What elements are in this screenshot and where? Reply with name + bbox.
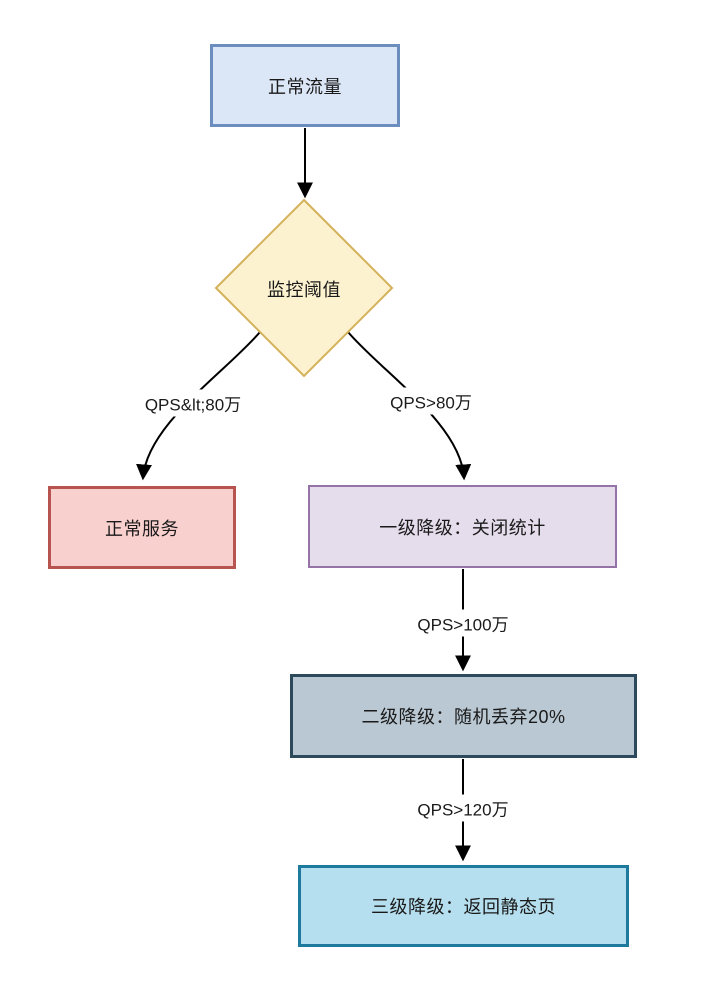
node-level2-degrade-label: 二级降级：随机丢弃20% [361, 707, 566, 727]
edge-label-qps-over-120: QPS>120万 [413, 794, 513, 822]
node-start-label: 正常流量 [268, 76, 342, 97]
edge-label-qps-over-100: QPS>100万 [413, 609, 513, 637]
node-level3-degrade-label: 三级降级：返回静态页 [371, 897, 556, 917]
node-level2-degrade: 二级降级：随机丢弃20% [290, 674, 637, 758]
edge-label-qps-over-80: QPS>80万 [386, 387, 476, 415]
node-level1-degrade-label: 一级降级：关闭统计 [379, 517, 546, 538]
node-start: 正常流量 [210, 44, 400, 127]
node-decision-label: 监控阈值 [267, 280, 341, 300]
edge-label-qps-under-80: QPS&lt;80万 [140, 389, 246, 417]
node-level1-degrade: 一级降级：关闭统计 [308, 485, 617, 568]
node-normal-service-label: 正常服务 [105, 518, 179, 539]
node-level3-degrade: 三级降级：返回静态页 [298, 865, 629, 947]
node-decision-diamond [214, 198, 394, 378]
node-normal-service: 正常服务 [48, 486, 236, 569]
